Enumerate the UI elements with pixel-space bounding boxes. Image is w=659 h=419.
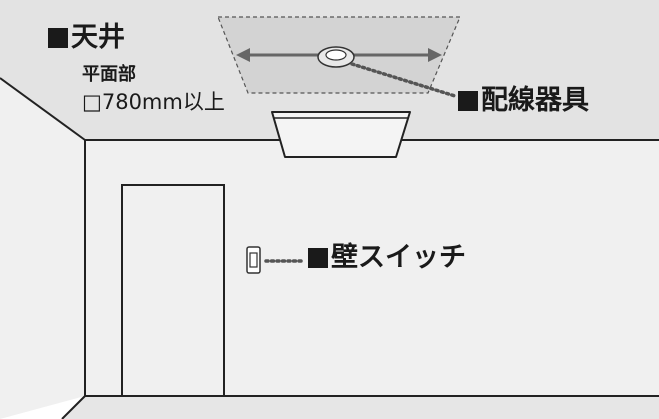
bullet-square-icon (308, 248, 328, 268)
wiring-leader (350, 62, 457, 98)
ceiling-dimension: □780mm以上 (82, 90, 225, 114)
door (121, 184, 225, 397)
wall-switch-label: 壁スイッチ (308, 244, 466, 271)
bullet-square-icon (48, 28, 68, 48)
bullet-square-icon (458, 91, 478, 111)
floor-edge-left (61, 395, 86, 419)
wiring-device-label: 配線器具 (458, 87, 589, 114)
ceiling-edge-left (0, 77, 86, 141)
ceiling-title-text: 天井 (71, 22, 125, 53)
left-wall (0, 78, 85, 419)
wall-switch-label-text: 壁スイッチ (331, 242, 466, 273)
ceiling-light (271, 111, 411, 158)
floor (62, 396, 659, 419)
wall-switch-plate (246, 246, 261, 274)
wiring-device-label-text: 配線器具 (481, 85, 589, 116)
arrow-head-left (236, 48, 250, 62)
ceiling-subtitle: 平面部 (82, 64, 136, 85)
wall-switch-toggle (249, 252, 258, 268)
arrow-head-right (428, 48, 442, 62)
wiring-device-top (325, 49, 347, 61)
ceiling-title: 天井 (48, 24, 125, 51)
